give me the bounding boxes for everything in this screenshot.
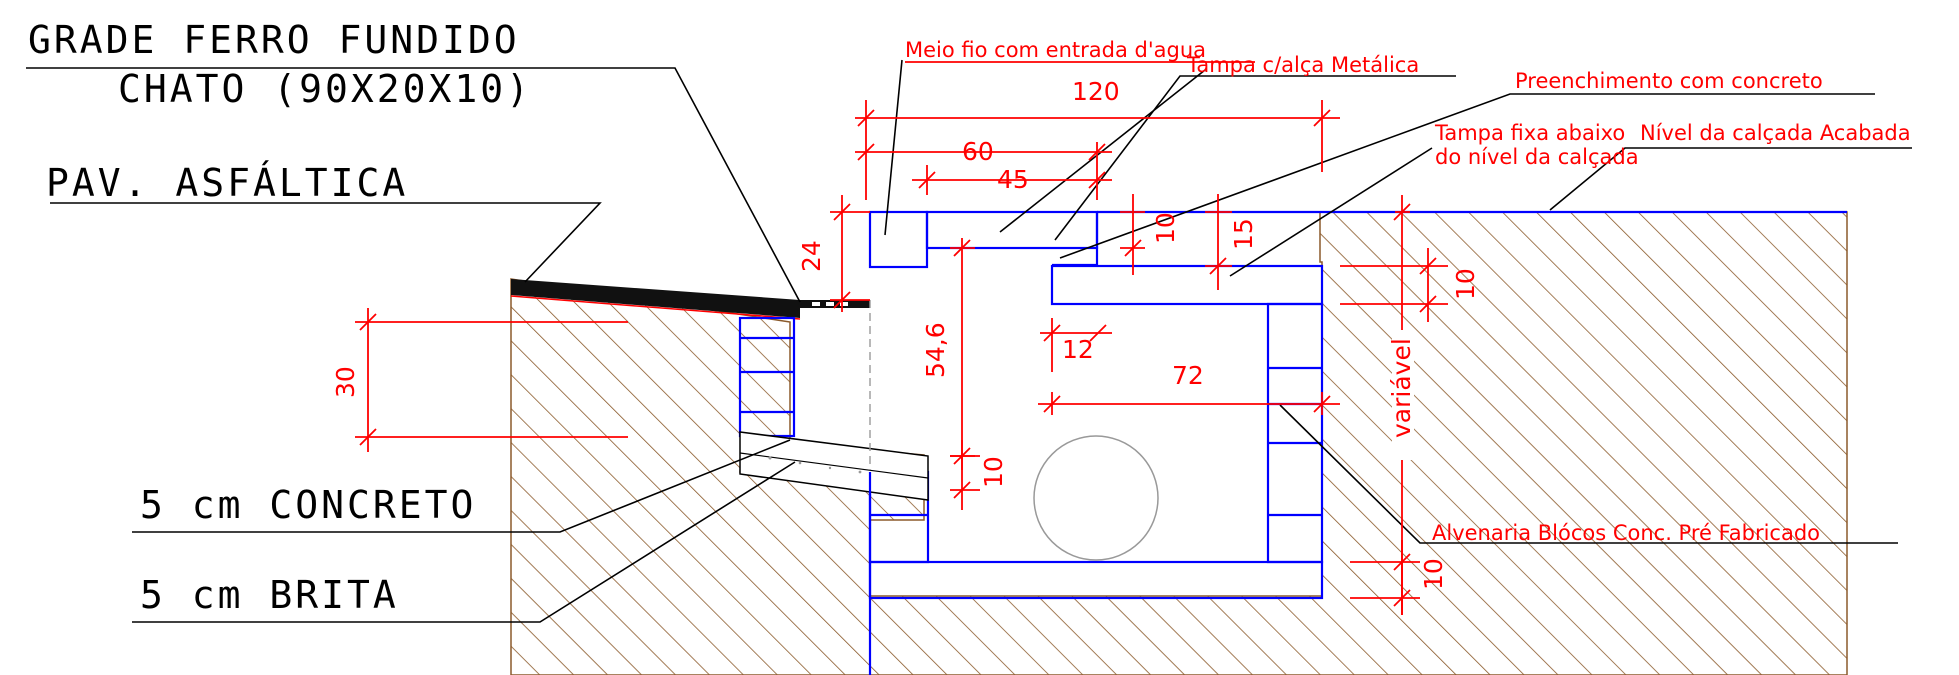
label-tampa-alca: Tampa c/alça Metálica bbox=[1186, 53, 1419, 77]
dimension-lines bbox=[355, 100, 1448, 615]
dim-30: 30 bbox=[331, 366, 360, 398]
dim-45: 45 bbox=[997, 165, 1029, 194]
bottom-slab bbox=[868, 560, 1324, 600]
asphalt-layer bbox=[510, 279, 870, 320]
leader-tampa-alca bbox=[999, 69, 1206, 233]
dim-10-right: 10 bbox=[1451, 268, 1480, 300]
dim-24: 24 bbox=[797, 240, 826, 272]
label-tampa-fixa-1: Tampa fixa abaixo bbox=[1434, 121, 1625, 145]
label-brita: 5 cm BRITA bbox=[140, 573, 399, 617]
dim-54-6: 54,6 bbox=[921, 322, 950, 378]
label-pav-asfaltica: PAV. ASFÁLTICA bbox=[46, 161, 408, 205]
label-nivel-calcada: Nível da calçada Acabada bbox=[1640, 121, 1911, 145]
label-grade-line1: GRADE FERRO FUNDIDO bbox=[28, 18, 520, 62]
dim-variavel: variável bbox=[1387, 338, 1416, 438]
meio-fio-block bbox=[868, 210, 929, 269]
label-grade-line2: CHATO (90X20X10) bbox=[118, 67, 532, 111]
variavel-gap bbox=[1392, 330, 1414, 460]
label-alvenaria: Alvenaria Blócos Conc. Pré Fabricado bbox=[1432, 521, 1820, 545]
tampa-fixa-slab bbox=[1050, 264, 1324, 306]
tampa-alca-block bbox=[925, 210, 1099, 267]
box-interior bbox=[928, 304, 1268, 564]
dim-10-bottom: 10 bbox=[1419, 558, 1448, 590]
dim-72: 72 bbox=[1172, 361, 1204, 390]
dim-10-top: 10 bbox=[1151, 212, 1180, 244]
outlet-pipe bbox=[1033, 435, 1159, 561]
dim-15: 15 bbox=[1229, 218, 1258, 250]
dim-12: 12 bbox=[1062, 335, 1094, 364]
label-meio-fio: Meio fio com entrada d'agua bbox=[905, 38, 1206, 62]
label-tampa-fixa-2: do nível da calçada bbox=[1435, 145, 1639, 169]
leader-meio-fio bbox=[884, 59, 903, 236]
dim-60: 60 bbox=[962, 137, 994, 166]
dim-10-pipe: 10 bbox=[979, 456, 1008, 488]
label-preenchimento: Preenchimento com concreto bbox=[1515, 69, 1823, 93]
dim-120: 120 bbox=[1072, 77, 1120, 106]
right-wall-blocks bbox=[1266, 302, 1324, 564]
label-concreto: 5 cm CONCRETO bbox=[140, 483, 476, 527]
